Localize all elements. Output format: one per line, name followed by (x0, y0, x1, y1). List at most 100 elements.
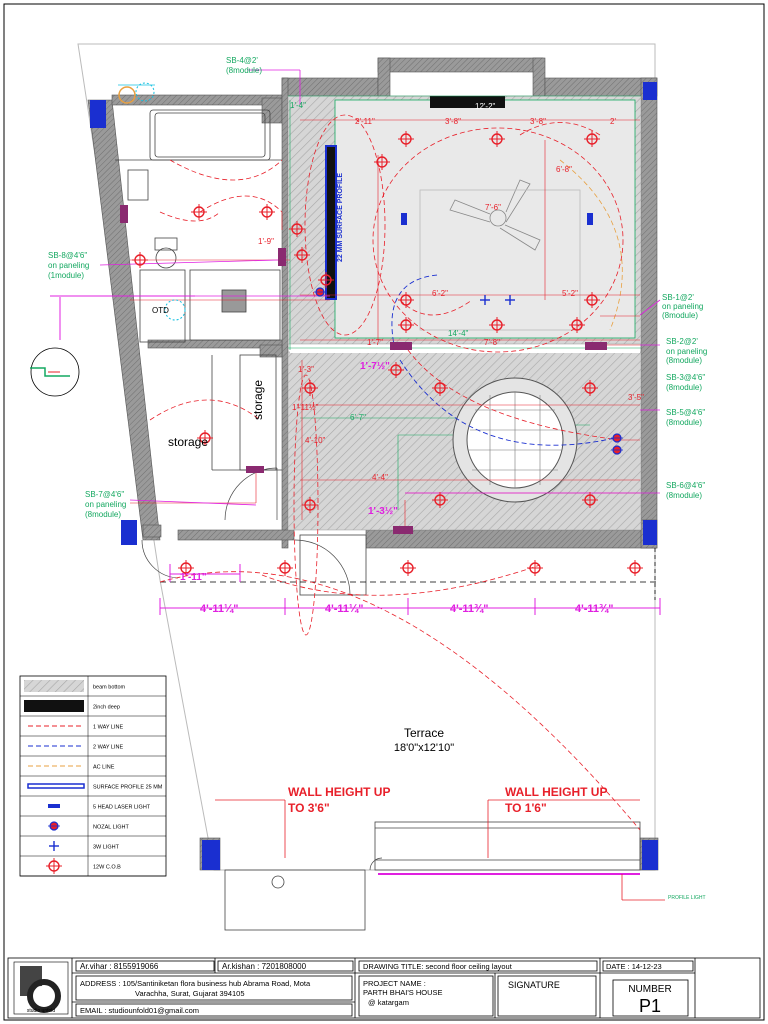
legend-swatch (24, 700, 84, 712)
legend-row: 5 HEAD LASER LIGHT (20, 804, 166, 817)
svg-text:6'-2": 6'-2" (432, 289, 448, 298)
address: ADDRESS : 105/Santiniketan flora busines… (80, 979, 311, 988)
callout-sb8: SB-8@4'6" (48, 251, 87, 260)
svg-text:(8module): (8module) (666, 383, 702, 392)
svg-text:4'-11¾": 4'-11¾" (450, 603, 488, 615)
date: DATE : 14-12-23 (606, 962, 662, 971)
wall-note-leaders (215, 799, 665, 901)
title-block (7, 957, 761, 1019)
svg-text:(8module): (8module) (666, 356, 702, 365)
svg-text:1'-3": 1'-3" (298, 365, 314, 374)
svg-text:1'-7½": 1'-7½" (360, 361, 390, 372)
svg-text:4'-4": 4'-4" (372, 473, 388, 482)
studio-logo: studio unfold (13, 961, 69, 1015)
svg-text:Varachha, Surat, Gujarat 39410: Varachha, Surat, Gujarat 394105 (135, 989, 245, 998)
door-swings (141, 467, 383, 871)
legend-row: 2 WAY LINE (20, 745, 166, 757)
room-label-otd: OTD (152, 306, 169, 315)
legend-label: NOZAL LIGHT (93, 825, 129, 831)
title-block-text: Ar.vihar : 8155919066 Ar.kishan : 720180… (80, 962, 672, 1016)
svg-text:(8module): (8module) (662, 311, 698, 320)
ac-line (559, 159, 623, 331)
legend-swatch (27, 783, 85, 789)
signature-label: SIGNATURE (508, 980, 560, 990)
svg-text:7'-6": 7'-6" (485, 203, 501, 212)
svg-text:4'-10": 4'-10" (305, 436, 326, 445)
svg-text:studio unfold: studio unfold (27, 1008, 56, 1014)
legend: beam bottom 2inch deep 1 WAY LINE 2 WAY LIN… (19, 675, 167, 877)
legend-label: beam bottom (93, 685, 126, 691)
svg-text:on paneling: on paneling (666, 347, 707, 356)
svg-text:(8module): (8module) (666, 418, 702, 427)
callout-sb3: SB-3@4'6" (666, 373, 705, 382)
svg-text:on paneling: on paneling (662, 302, 703, 311)
profile-light-label: PROFILE LIGHT (668, 895, 706, 901)
terrace-size: 18'0"x12'10" (394, 742, 454, 754)
svg-text:1'-9": 1'-9" (258, 237, 274, 246)
room-outlines (115, 109, 641, 931)
svg-text:2': 2' (610, 117, 616, 126)
wall-height-notes: WALL HEIGHT UP TO 3'6" WALL HEIGHT UP TO… (288, 785, 607, 815)
svg-text:6'-7": 6'-7" (350, 413, 366, 422)
water-fixture-symbols (118, 82, 186, 321)
project-name-label: PROJECT NAME : (363, 979, 426, 988)
wall-end-marks (90, 82, 658, 870)
svg-text:on paneling: on paneling (85, 500, 126, 509)
callout-leaders (60, 69, 661, 506)
room-label-terrace: Terrace (404, 726, 444, 740)
legend-label: 3W LIGHT (93, 845, 120, 851)
legend-label: 12W C.O.B (93, 865, 121, 871)
svg-text:1'-11": 1'-11" (180, 572, 207, 583)
svg-text:3'-5": 3'-5" (628, 393, 644, 402)
legend-row: AC LINE (20, 765, 166, 777)
legend-row: SURFACE PROFILE 25 MM (20, 783, 166, 797)
svg-text:5'-2": 5'-2" (562, 289, 578, 298)
callout-sb1: SB-1@2' (662, 293, 694, 302)
architect-vihar: Ar.vihar : 8155919066 (80, 962, 159, 971)
legend-row: beam bottom (20, 680, 166, 697)
email: EMAIL : studiounfold01@gmail.com (80, 1006, 199, 1015)
skylight (452, 377, 578, 503)
room-label-storage-vertical: storage (251, 380, 265, 420)
drawing-title: DRAWING TITLE: second floor ceiling layo… (363, 962, 513, 971)
legend-swatch (48, 804, 60, 808)
laser-lights (401, 213, 593, 225)
callout-sb6: SB-6@4'6" (666, 481, 705, 490)
svg-text:2'-11": 2'-11" (355, 117, 375, 126)
sheet-border (3, 3, 765, 1021)
svg-text:(8module): (8module) (85, 510, 121, 519)
svg-text:4'-11¾": 4'-11¾" (575, 603, 613, 615)
legend-label: 1 WAY LINE (93, 725, 123, 731)
legend-row: 1 WAY LINE (20, 725, 166, 737)
callout-sb7: SB-7@4'6" (85, 490, 124, 499)
sheet-number: P1 (639, 996, 661, 1016)
number-label: NUMBER (628, 984, 671, 995)
two-way-wiring (391, 274, 616, 446)
walls (87, 57, 659, 871)
strip-lights (120, 205, 607, 534)
legend-row: 12W C.O.B (20, 857, 166, 877)
svg-text:on paneling: on paneling (48, 261, 89, 270)
architect-kishan: Ar.kishan : 7201808000 (222, 962, 307, 971)
callout-sb2: SB-2@2' (666, 337, 698, 346)
legend-row: NOZAL LIGHT (20, 821, 166, 837)
legend-label: 5 HEAD LASER LIGHT (93, 805, 151, 811)
svg-text:1'-3½": 1'-3½" (368, 506, 398, 517)
svg-text:14'-4": 14'-4" (448, 329, 469, 338)
surface-profile-label: 22 MM SURFACE PROFILE (337, 173, 344, 262)
svg-text:(8module): (8module) (666, 491, 702, 500)
legend-label: SURFACE PROFILE 25 MM (93, 785, 163, 791)
callout-sb5: SB-5@4'6" (666, 408, 705, 417)
svg-text:1'-11½": 1'-11½" (292, 403, 319, 412)
svg-text:TO 3'6": TO 3'6" (288, 801, 330, 815)
dark-strip (430, 96, 505, 108)
callout-sb4: SB-4@2' (226, 56, 258, 65)
svg-text:@ katargam: @ katargam (368, 998, 409, 1007)
svg-text:1'-4": 1'-4" (290, 101, 306, 110)
legend-label: 2inch deep (93, 705, 120, 711)
project-name: PARTH BHAI'S HOUSE (363, 988, 443, 997)
legend-label: 2 WAY LINE (93, 745, 123, 751)
room-label-storage: storage (168, 435, 208, 449)
legend-row: 3W LIGHT (20, 840, 166, 857)
